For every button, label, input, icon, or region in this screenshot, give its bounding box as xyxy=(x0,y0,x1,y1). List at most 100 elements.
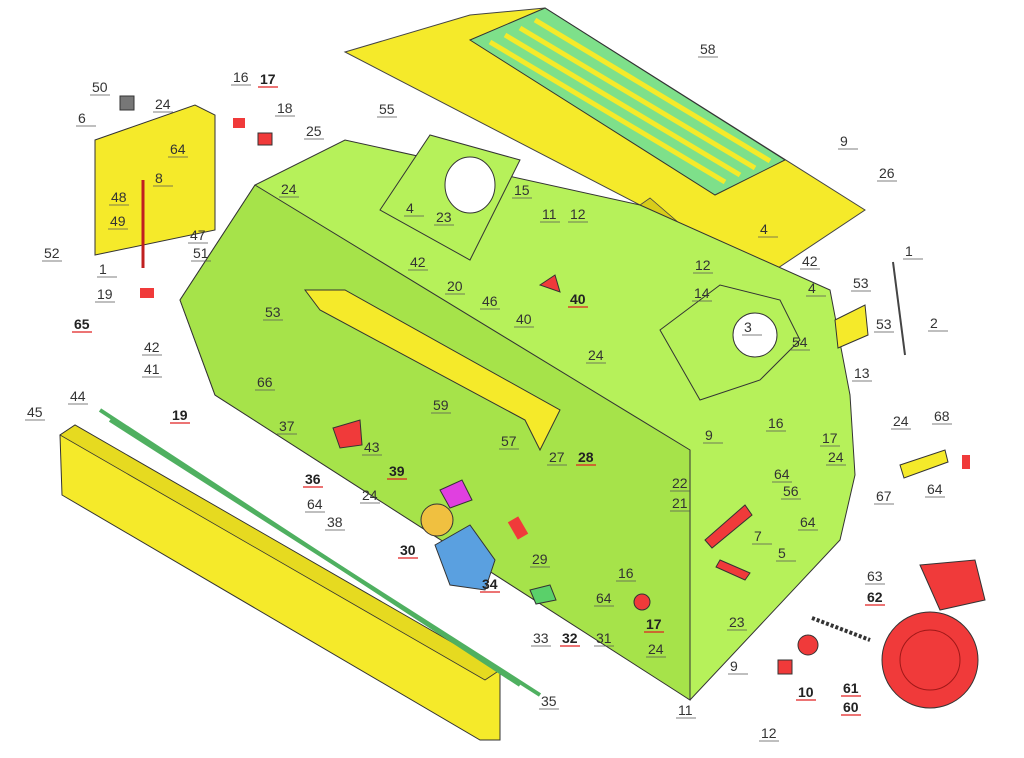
part-label-25: 25 xyxy=(306,123,322,139)
part-label-40: 40 xyxy=(516,311,532,327)
part-39 xyxy=(420,503,454,537)
part-label-28: 28 xyxy=(578,449,594,465)
part-40 xyxy=(538,274,561,293)
part-68 xyxy=(962,455,970,469)
part-label-8: 8 xyxy=(155,170,163,186)
part-label-68: 68 xyxy=(934,408,950,424)
part-label-43: 43 xyxy=(364,439,380,455)
vent-50 xyxy=(119,95,135,111)
part-36 xyxy=(332,419,363,449)
end-plate-right xyxy=(659,284,801,401)
part-label-4: 4 xyxy=(760,221,768,237)
part-label-41: 41 xyxy=(144,361,160,377)
bar-59 xyxy=(304,289,561,452)
side-panel-left xyxy=(94,104,216,256)
part-label-59: 59 xyxy=(433,397,449,413)
part-label-22: 22 xyxy=(672,475,688,491)
part-54 xyxy=(834,304,869,349)
part-label-2: 2 xyxy=(930,315,938,331)
part-label-17: 17 xyxy=(260,71,276,87)
part-label-5: 5 xyxy=(778,545,786,561)
part-label-36: 36 xyxy=(305,471,321,487)
part-65 xyxy=(140,288,154,298)
part-label-32: 32 xyxy=(562,630,578,646)
part-label-13: 13 xyxy=(854,365,870,381)
part-label-10: 10 xyxy=(798,684,814,700)
part-label-63: 63 xyxy=(867,568,883,584)
part-label-12: 12 xyxy=(570,206,586,222)
part-label-11: 11 xyxy=(678,702,693,718)
part-label-31: 31 xyxy=(596,630,612,646)
part-label-57: 57 xyxy=(501,433,517,449)
part-32 xyxy=(529,584,557,605)
part-label-11: 11 xyxy=(542,206,557,222)
part-label-47: 47 xyxy=(190,227,206,243)
part-label-24: 24 xyxy=(281,181,297,197)
part-56 xyxy=(704,504,753,549)
part-label-34: 34 xyxy=(482,576,498,592)
part-label-12: 12 xyxy=(695,257,711,273)
part-label-24: 24 xyxy=(362,487,378,503)
part-label-14: 14 xyxy=(694,285,710,301)
part-label-19: 19 xyxy=(172,407,188,423)
part-label-64: 64 xyxy=(800,514,816,530)
part-label-52: 52 xyxy=(44,245,60,261)
part-label-20: 20 xyxy=(447,278,463,294)
part-label-64: 64 xyxy=(307,496,323,512)
part-label-7: 7 xyxy=(754,528,762,544)
part-label-42: 42 xyxy=(144,339,160,355)
part-57 xyxy=(439,479,473,509)
part-17a xyxy=(233,118,245,128)
part-label-15: 15 xyxy=(514,182,530,198)
part-7 xyxy=(715,559,751,581)
part-61 xyxy=(797,634,819,656)
leader-lines xyxy=(25,56,952,742)
grate-bars xyxy=(488,17,772,185)
part-label-35: 35 xyxy=(541,693,557,709)
part-label-16: 16 xyxy=(233,69,249,85)
part-label-64: 64 xyxy=(170,141,186,157)
rail-44b xyxy=(108,418,542,697)
part-label-50: 50 xyxy=(92,79,108,95)
rod-2 xyxy=(892,261,906,356)
part-label-64: 64 xyxy=(774,466,790,482)
part-label-27: 27 xyxy=(549,449,565,465)
part-label-9: 9 xyxy=(705,427,713,443)
part-label-37: 37 xyxy=(279,418,295,434)
part-label-21: 21 xyxy=(672,495,688,511)
part-label-24: 24 xyxy=(588,347,604,363)
part-label-23: 23 xyxy=(729,614,745,630)
part-label-44: 44 xyxy=(70,388,86,404)
part-label-4: 4 xyxy=(406,200,414,216)
part-label-24: 24 xyxy=(893,413,909,429)
engine-60 xyxy=(881,559,986,709)
part-label-30: 30 xyxy=(400,542,416,558)
part-label-39: 39 xyxy=(389,463,405,479)
part-label-6: 6 xyxy=(78,110,86,126)
part-label-53: 53 xyxy=(265,304,281,320)
part-label-3: 3 xyxy=(744,319,752,335)
part-label-66: 66 xyxy=(257,374,273,390)
part-label-16: 16 xyxy=(768,415,784,431)
part-label-61: 61 xyxy=(843,680,859,696)
end-plate-left-hole xyxy=(444,156,496,214)
part-label-16: 16 xyxy=(618,565,634,581)
part-label-60: 60 xyxy=(843,699,859,715)
part-label-42: 42 xyxy=(802,253,818,269)
part-label-64: 64 xyxy=(596,590,612,606)
part-label-38: 38 xyxy=(327,514,343,530)
chain-62 xyxy=(811,616,871,642)
part-label-64: 64 xyxy=(927,481,943,497)
hopper-30 xyxy=(434,524,496,591)
part-17b xyxy=(633,593,651,611)
part-18 xyxy=(257,132,273,146)
part-label-17: 17 xyxy=(822,430,838,446)
part-label-53: 53 xyxy=(876,316,892,332)
part-label-17: 17 xyxy=(646,616,662,632)
part-label-55: 55 xyxy=(379,101,395,117)
part-label-49: 49 xyxy=(110,213,126,229)
part-label-46: 46 xyxy=(482,293,498,309)
